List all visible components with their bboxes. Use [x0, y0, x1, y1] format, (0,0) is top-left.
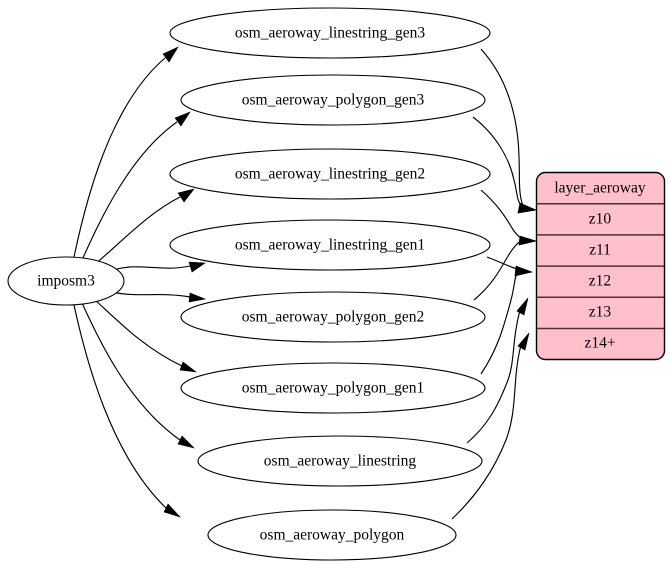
- edge-imposm3-to-osm_aeroway_polygon_gen1: [93, 298, 198, 373]
- osm_aeroway_polygon_gen2-label: osm_aeroway_polygon_gen2: [242, 309, 425, 326]
- layer_aeroway-row-z10-label: z10: [589, 211, 612, 228]
- node-osm_aeroway_polygon_gen1[interactable]: osm_aeroway_polygon_gen1: [180, 362, 486, 414]
- edge-osm_aeroway_linestring_gen2-to-layer_aeroway-z11: [480, 189, 538, 246]
- edge-osm_aeroway_polygon_gen2-to-layer_aeroway-z11: [473, 236, 537, 301]
- osm_aeroway_polygon_gen2-ellipse: [180, 291, 486, 343]
- edge-imposm3-to-osm_aeroway_polygon_gen2: [116, 292, 207, 303]
- imposm3-label: imposm3: [37, 273, 95, 290]
- osm_aeroway_polygon-label: osm_aeroway_polygon: [260, 527, 405, 544]
- edge-imposm3-to-osm_aeroway_polygon: [73, 304, 181, 518]
- osm_aeroway_linestring_gen2-label: osm_aeroway_linestring_gen2: [235, 166, 425, 183]
- osm_aeroway_linestring-ellipse: [197, 435, 483, 487]
- osm_aeroway_linestring_gen3-label: osm_aeroway_linestring_gen3: [235, 25, 426, 42]
- edge-imposm3-to-osm_aeroway_linestring: [81, 302, 195, 449]
- edge-group-source-to-tables: [73, 46, 207, 518]
- layer_aeroway-row-z14-label: z14+: [584, 335, 615, 352]
- layer_aeroway-row-z13-label: z13: [589, 304, 612, 321]
- edge-group-tables-to-layer: [451, 48, 538, 520]
- edge-osm_aeroway_polygon_gen3-to-layer_aeroway-z10: [472, 116, 538, 214]
- node-osm_aeroway_linestring[interactable]: osm_aeroway_linestring: [197, 435, 483, 487]
- osm_aeroway_linestring_gen1-ellipse: [169, 219, 491, 271]
- node-osm_aeroway_polygon_gen3[interactable]: osm_aeroway_polygon_gen3: [180, 74, 486, 126]
- node-imposm3[interactable]: imposm3: [7, 256, 125, 306]
- osm_aeroway_linestring-label: osm_aeroway_linestring: [264, 453, 417, 470]
- osm_aeroway_linestring_gen1-label: osm_aeroway_linestring_gen1: [235, 237, 425, 254]
- osm_aeroway_linestring_gen2-ellipse: [169, 148, 491, 200]
- node-osm_aeroway_linestring_gen2[interactable]: osm_aeroway_linestring_gen2: [169, 148, 491, 200]
- edge-imposm3-to-osm_aeroway_linestring_gen3: [73, 46, 179, 258]
- osm_aeroway_polygon_gen1-ellipse: [180, 362, 486, 414]
- node-osm_aeroway_linestring_gen1[interactable]: osm_aeroway_linestring_gen1: [169, 219, 491, 271]
- osm_aeroway_linestring_gen3-ellipse: [169, 7, 491, 59]
- edge-osm_aeroway_polygon-to-layer_aeroway-z14: [451, 332, 530, 520]
- node-osm_aeroway_polygon[interactable]: osm_aeroway_polygon: [207, 509, 457, 561]
- node-osm_aeroway_polygon_gen2[interactable]: osm_aeroway_polygon_gen2: [180, 291, 486, 343]
- edge-osm_aeroway_polygon_gen1-to-layer_aeroway-z12: [480, 267, 533, 375]
- edge-imposm3-to-osm_aeroway_polygon_gen3: [81, 111, 191, 261]
- edge-osm_aeroway_linestring_gen3-to-layer_aeroway-z10: [480, 48, 538, 214]
- layer_aeroway-row-z11-label: z11: [589, 242, 611, 259]
- node-layer_aeroway[interactable]: layer_aeroway z10 z11 z12 z13 z14+: [535, 171, 666, 361]
- edge-imposm3-to-osm_aeroway_linestring_gen1: [116, 261, 206, 273]
- edge-osm_aeroway_linestring-to-layer_aeroway-z13: [466, 297, 529, 444]
- node-osm_aeroway_linestring_gen3[interactable]: osm_aeroway_linestring_gen3: [169, 7, 491, 59]
- imposm3-ellipse: [7, 256, 125, 306]
- layer_aeroway-row-z12-label: z12: [589, 273, 611, 290]
- osm_aeroway_polygon-ellipse: [207, 509, 457, 561]
- osm_aeroway_polygon_gen1-label: osm_aeroway_polygon_gen1: [242, 380, 425, 397]
- edge-imposm3-to-osm_aeroway_linestring_gen2: [94, 188, 195, 265]
- layer_aeroway-header-label: layer_aeroway: [554, 180, 645, 197]
- osm_aeroway_polygon_gen3-ellipse: [180, 74, 486, 126]
- osm_aeroway_polygon_gen3-label: osm_aeroway_polygon_gen3: [242, 92, 425, 109]
